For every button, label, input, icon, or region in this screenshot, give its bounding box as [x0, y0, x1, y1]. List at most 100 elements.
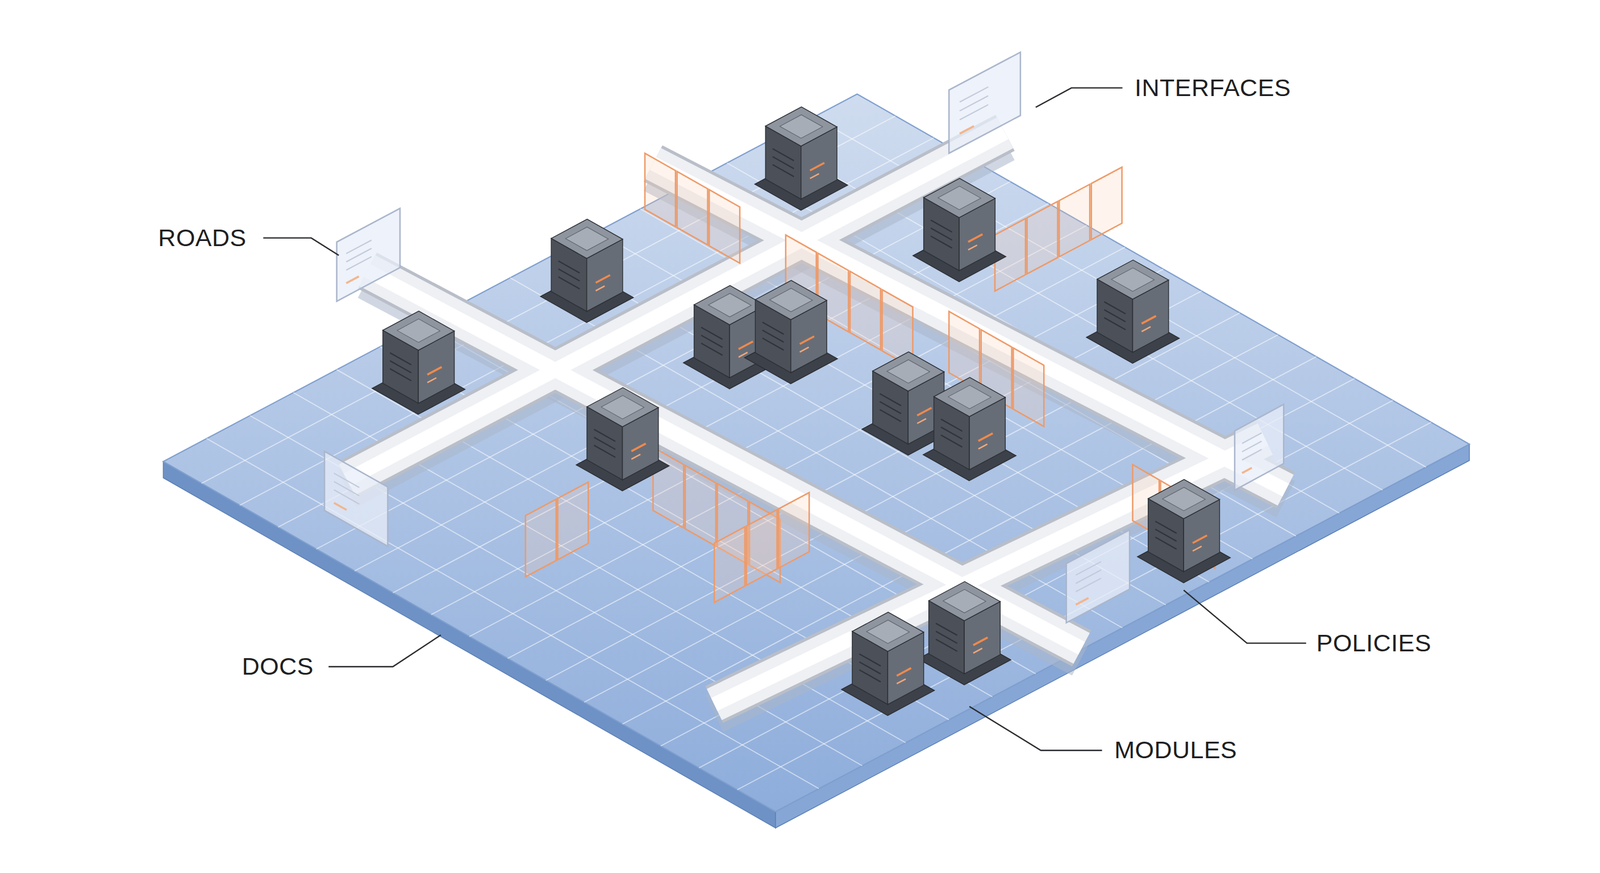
module-light	[427, 377, 437, 383]
module-cap	[601, 395, 644, 419]
module-light	[800, 336, 815, 345]
module-light	[917, 407, 932, 416]
interfaces	[324, 52, 1284, 623]
grid-line	[584, 334, 1278, 703]
module-top	[382, 310, 455, 350]
module-top	[1097, 259, 1169, 299]
platform	[163, 93, 1470, 828]
module-top	[1148, 479, 1220, 519]
module-unit	[540, 219, 633, 323]
grid-line	[201, 115, 896, 484]
module-top	[586, 387, 659, 427]
module-slot	[930, 219, 952, 232]
module-light	[738, 352, 748, 357]
module-light	[738, 341, 753, 350]
grid-line	[622, 356, 1317, 724]
module-top	[923, 178, 996, 218]
module-unit	[923, 377, 1016, 481]
policy-panel	[644, 153, 676, 227]
module-top	[934, 377, 1006, 417]
module-cap	[866, 619, 910, 644]
interface-line	[959, 104, 989, 120]
interface-light	[1075, 597, 1089, 605]
module-top	[928, 581, 1001, 621]
policy-panel	[557, 481, 589, 560]
module-cap	[769, 288, 812, 312]
road	[367, 270, 1082, 648]
interface-line	[1075, 561, 1102, 575]
module-unit	[1086, 259, 1179, 364]
module-light	[427, 367, 442, 375]
interface-line	[1075, 577, 1102, 592]
module-light	[595, 285, 605, 291]
interface-panel	[948, 52, 1021, 154]
roads	[347, 132, 1286, 714]
module-light	[631, 453, 641, 459]
module-light	[978, 432, 993, 441]
module-top	[551, 219, 623, 259]
leader-line	[328, 634, 441, 667]
module-cap	[886, 359, 930, 383]
module-light	[917, 418, 927, 424]
leader-line	[263, 238, 339, 256]
policy-panel	[746, 509, 778, 586]
module-light	[1141, 315, 1156, 324]
interface-line	[346, 239, 372, 254]
interface-light	[959, 126, 974, 134]
module-slot	[594, 428, 616, 441]
module-slot	[1155, 521, 1177, 533]
module-light	[978, 443, 988, 449]
module-unit	[744, 280, 837, 384]
module-cap	[708, 293, 752, 317]
policy-panel	[685, 465, 716, 547]
interface-light	[334, 502, 347, 511]
policy-panel	[677, 171, 708, 245]
road	[652, 163, 1286, 491]
module-light	[595, 275, 610, 283]
callout-label: POLICIES	[1316, 630, 1432, 656]
interface-line	[1075, 569, 1102, 584]
grid-line	[737, 422, 1432, 790]
road-lane	[652, 163, 1286, 491]
interface-panel	[1234, 403, 1284, 490]
module-light	[973, 637, 988, 646]
policy-panel	[1091, 167, 1123, 240]
module-cap	[1162, 486, 1206, 511]
platform-top	[163, 93, 1470, 812]
road-lane	[714, 438, 1266, 704]
callout-label: DOCS	[242, 653, 314, 679]
grid-line	[698, 400, 1393, 768]
module-light	[631, 443, 646, 452]
interface-line	[959, 96, 989, 112]
module-unit	[1137, 479, 1231, 583]
interface-line	[1242, 449, 1262, 461]
module-top	[765, 106, 837, 147]
module-light	[1141, 326, 1151, 332]
module-light	[810, 173, 820, 179]
module-cap	[948, 385, 991, 409]
leader-lines	[263, 88, 1306, 751]
module-slot	[558, 260, 580, 273]
interface-panel	[336, 208, 400, 302]
interface-line	[1242, 432, 1262, 444]
module-slot	[772, 148, 794, 161]
module-light	[896, 667, 911, 676]
interface-line	[334, 473, 360, 488]
grid-line	[239, 137, 934, 506]
module-slot	[879, 393, 901, 406]
grid-line	[660, 378, 1355, 747]
modules	[372, 106, 1231, 716]
module-light	[896, 678, 906, 684]
module-cap	[779, 114, 823, 139]
interface-line	[959, 86, 989, 103]
policy-panel	[850, 271, 881, 350]
module-light	[968, 244, 978, 250]
module-slot	[935, 623, 957, 636]
policy-panel	[1013, 347, 1044, 427]
module-light	[973, 648, 983, 653]
grid-line	[469, 268, 1164, 637]
policy-panel	[1059, 184, 1090, 257]
module-light	[810, 162, 825, 171]
policy-panel	[778, 492, 810, 569]
